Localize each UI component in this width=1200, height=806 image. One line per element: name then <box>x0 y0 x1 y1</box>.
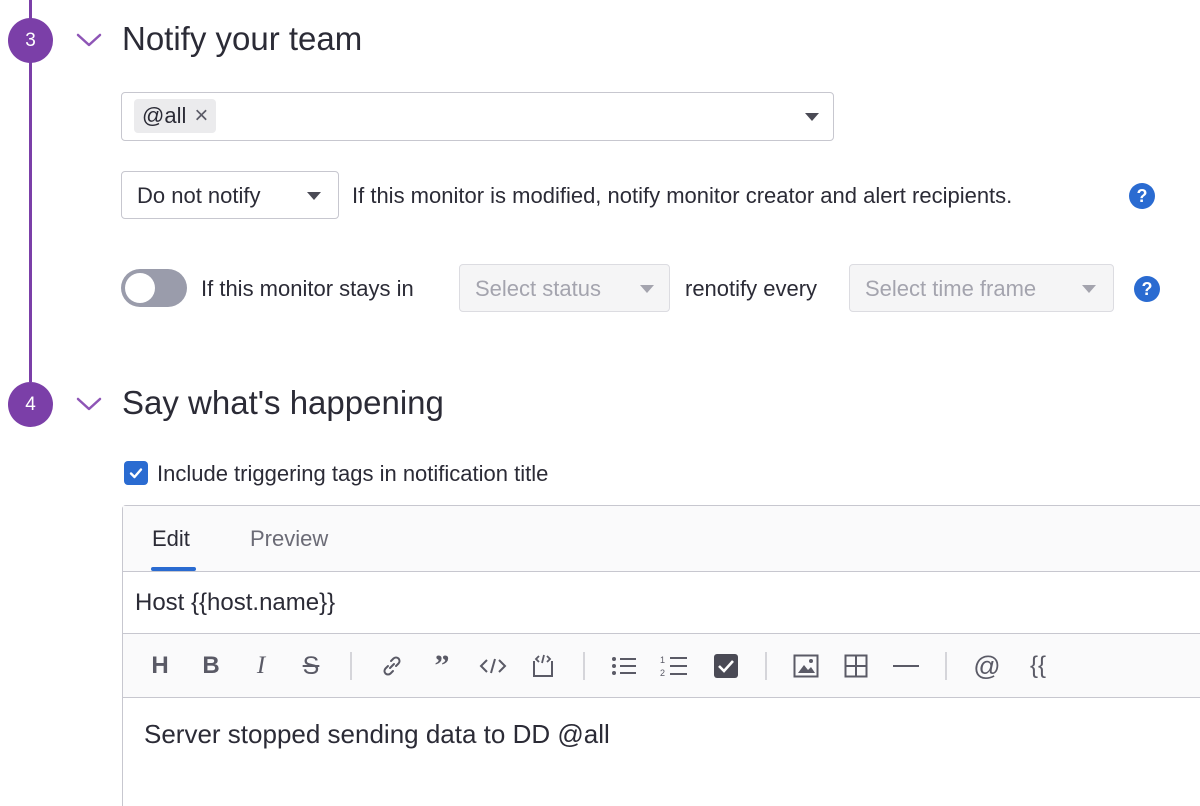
renotify-label-middle: renotify every <box>685 276 818 301</box>
chevron-down-icon <box>1082 285 1096 293</box>
renotify-timeframe-select[interactable]: Select time frame <box>849 264 1114 312</box>
message-editor: Edit Preview Host {{host.name}} H B I S … <box>122 505 1200 806</box>
renotify-label-prefix: If this monitor stays in <box>201 276 414 301</box>
checklist-icon[interactable] <box>710 634 742 698</box>
toolbar-divider <box>583 652 585 680</box>
italic-icon[interactable]: I <box>256 652 266 679</box>
renotify-toggle[interactable] <box>121 269 187 307</box>
step-4-badge: 4 <box>8 382 53 427</box>
bullet-list-icon[interactable] <box>608 634 640 698</box>
toolbar-divider <box>765 652 767 680</box>
close-icon[interactable]: × <box>194 102 209 129</box>
help-icon[interactable]: ? <box>1129 183 1155 209</box>
horizontal-rule-icon[interactable] <box>890 634 922 698</box>
table-icon[interactable] <box>840 634 872 698</box>
step-3-badge: 3 <box>8 18 53 63</box>
toolbar-divider <box>945 652 947 680</box>
quote-icon[interactable]: ” <box>434 649 450 682</box>
renotify-status-select[interactable]: Select status <box>459 264 670 312</box>
chevron-down-icon <box>307 192 321 200</box>
link-icon[interactable] <box>377 634 407 698</box>
svg-text:1: 1 <box>660 655 665 665</box>
bold-icon[interactable]: B <box>202 652 220 679</box>
step-3-title: Notify your team <box>122 20 363 57</box>
include-tags-checkbox[interactable] <box>124 461 148 485</box>
strikethrough-icon[interactable]: S <box>302 651 320 680</box>
chevron-down-icon[interactable] <box>76 32 102 48</box>
toolbar-divider <box>350 652 352 680</box>
step-4-title: Say what's happening <box>122 384 444 421</box>
image-icon[interactable] <box>790 634 822 698</box>
chevron-down-icon[interactable] <box>76 396 102 412</box>
modify-notify-value: Do not notify <box>137 183 261 208</box>
help-icon[interactable]: ? <box>1134 276 1160 302</box>
include-tags-label: Include triggering tags in notification … <box>157 461 549 486</box>
tab-edit[interactable]: Edit <box>152 526 190 551</box>
editor-tabs: Edit Preview <box>123 506 1200 572</box>
template-variable-icon[interactable]: {{ <box>1029 652 1047 679</box>
step-connector-line-top <box>29 0 32 20</box>
heading-icon[interactable]: H <box>151 652 169 679</box>
notification-title-value: Host {{host.name}} <box>135 589 336 616</box>
step-connector-line <box>29 62 32 382</box>
modify-notify-select[interactable]: Do not notify <box>121 171 339 219</box>
recipients-select[interactable]: @all × <box>121 92 834 141</box>
notification-title-field[interactable]: Host {{host.name}} <box>123 572 1200 634</box>
svg-text:2: 2 <box>660 668 665 678</box>
renotify-status-placeholder: Select status <box>475 276 601 301</box>
chevron-down-icon <box>640 285 654 293</box>
code-icon[interactable] <box>477 634 509 698</box>
recipient-chip-label: @all <box>142 103 187 128</box>
recipient-chip: @all × <box>134 99 217 133</box>
active-tab-indicator <box>151 567 196 571</box>
code-block-icon[interactable] <box>527 634 559 698</box>
notification-body[interactable]: Server stopped sending data to DD @all <box>144 719 610 749</box>
check-icon <box>129 468 143 479</box>
modify-notify-description: If this monitor is modified, notify moni… <box>352 183 1013 208</box>
mention-icon[interactable]: @ <box>973 650 1001 681</box>
renotify-timeframe-placeholder: Select time frame <box>865 276 1037 301</box>
tab-preview[interactable]: Preview <box>250 526 329 551</box>
toggle-knob <box>125 273 155 303</box>
chevron-down-icon[interactable] <box>805 113 819 121</box>
